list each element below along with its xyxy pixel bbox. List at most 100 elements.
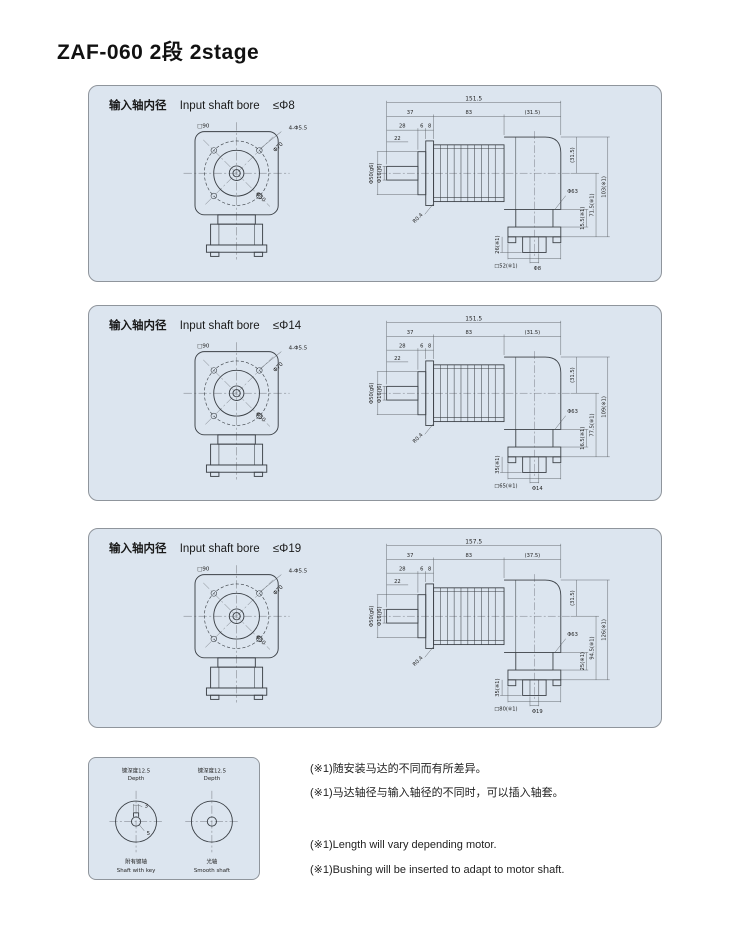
shaft-centerlines — [109, 790, 239, 853]
key-depth-label-en: Depth — [128, 776, 145, 782]
side-view-drawing: 157.5 37 83 (37.5) 28 6 8 22 Φ50(g6) Φ16… — [369, 539, 610, 715]
note-en-1: (※1)Length will vary depending motor. — [310, 839, 497, 852]
panel-header-en: Input shaft bore — [179, 320, 260, 332]
dim-seg1: 37 — [407, 110, 414, 116]
dim-right-4: 109(※1) — [601, 396, 607, 418]
dim-b: 6 — [420, 344, 423, 350]
front-view-centerlines — [183, 122, 290, 260]
dim-pilot-dia: Φ50 — [254, 634, 267, 647]
dim-bolt-circle: Φ70 — [272, 584, 285, 597]
dim-shaft-diameter: Φ16(j6) — [377, 607, 383, 626]
dim-input-bore: Φ19 — [532, 709, 543, 715]
dim-fillet-radius: R0.4 — [412, 432, 425, 445]
panel-header-cn: 输入轴内径 — [109, 100, 167, 112]
dim-seg2: 83 — [466, 110, 473, 116]
dim-bolt-circle: Φ70 — [272, 361, 285, 374]
panel-header: 输入轴内径 Input shaft bore ≤Φ8 — [109, 97, 295, 113]
front-view-drawing: □90 4-Φ5.5 Φ70 Φ50 — [183, 122, 308, 260]
smooth-shaft-label-cn: 光轴 — [206, 858, 217, 866]
dim-square-size: □90 — [197, 123, 210, 129]
panel-header-en: Input shaft bore — [179, 100, 260, 112]
dim-seg1: 37 — [407, 330, 414, 336]
dim-pilot-diameter: Φ50(g6) — [369, 606, 375, 627]
dim-a: 28 — [399, 344, 406, 350]
shaft-detail-drawing: 键深度12.5 Depth 3 5 附有键轴 Shaft with key 键深… — [109, 766, 239, 874]
panel-header-bore-limit: ≤Φ8 — [272, 100, 295, 112]
panel-header-bore-limit: ≤Φ19 — [272, 543, 302, 555]
front-view-dimension-lines — [259, 574, 282, 593]
notes-section: (※1)随安装马达的不同而有所差异。 (※1)马达轴径与输入轴径的不同时，可以插… — [310, 763, 710, 888]
front-view-drawing: □90 4-Φ5.5 Φ70 Φ50 — [183, 565, 308, 703]
dim-c: 8 — [428, 124, 431, 130]
dim-bottom-height: 35(※1) — [495, 679, 501, 697]
dim-pilot-diameter: Φ50(g6) — [369, 163, 375, 184]
dim-square-size: □90 — [197, 343, 210, 349]
side-view-outline — [386, 136, 562, 253]
dim-shaft-diameter: Φ16(j6) — [377, 384, 383, 403]
smooth-shaft-label-en: Smooth shaft — [194, 868, 230, 874]
note-cn-2: (※1)马达轴径与输入轴径的不同时，可以插入轴套。 — [310, 787, 564, 800]
dim-c: 8 — [428, 344, 431, 350]
panel-header: 输入轴内径 Input shaft bore ≤Φ19 — [109, 540, 301, 556]
panel-input-bore-14: 输入轴内径 Input shaft bore ≤Φ14 — [88, 305, 662, 501]
dim-bolt-holes: 4-Φ5.5 — [289, 569, 308, 575]
front-view-outline — [194, 351, 279, 477]
dim-fillet-radius: R0.4 — [412, 212, 425, 225]
side-view-outline — [386, 356, 562, 473]
dim-bolt-circle: Φ70 — [272, 141, 285, 154]
dim-right-1: (31.5) — [570, 590, 576, 606]
dim-bottom-square: □80(※1) — [494, 707, 517, 713]
front-view-dimension-lines — [259, 131, 282, 150]
dim-right-1: (31.5) — [570, 147, 576, 163]
panel-input-bore-19: 输入轴内径 Input shaft bore ≤Φ19 — [88, 528, 662, 728]
dim-bolt-holes: 4-Φ5.5 — [289, 126, 308, 132]
key-depth-label-cn: 键深度12.5 — [122, 766, 150, 774]
dim-c: 8 — [428, 567, 431, 573]
dim-a: 28 — [399, 124, 406, 130]
side-view-drawing: 151.5 37 83 (31.5) 28 6 8 22 Φ50(g6) Φ16… — [369, 316, 610, 492]
front-view-outline — [194, 574, 279, 700]
dim-pilot-diameter: Φ50(g6) — [369, 383, 375, 404]
dim-seg3: (31.5) — [525, 110, 541, 116]
shaft-end-views — [115, 800, 233, 843]
dim-bottom-height: 26(※1) — [495, 236, 501, 254]
dim-fillet-radius: R0.4 — [412, 655, 425, 668]
shaft-detail-panel: 键深度12.5 Depth 3 5 附有键轴 Shaft with key 键深… — [88, 757, 260, 880]
dim-right-4: 126(※1) — [601, 619, 607, 641]
dim-flange-diameter: Φ63 — [567, 409, 578, 415]
dim-seg2: 83 — [466, 553, 473, 559]
side-view-dimension-lines — [376, 543, 610, 707]
dim-right-3: 77.5(※1) — [590, 413, 596, 436]
panel-header-cn: 输入轴内径 — [109, 543, 167, 555]
dim-bottom-square: □52(※1) — [494, 264, 517, 270]
panel-input-bore-8: 输入轴内径 Input shaft bore ≤Φ8 — [88, 85, 662, 282]
panel-header-cn: 输入轴内径 — [109, 320, 167, 332]
dim-input-bore: Φ14 — [532, 486, 543, 492]
front-view-centerlines — [183, 565, 290, 703]
dim-b: 6 — [420, 124, 423, 130]
dim-right-2: 16.5(※1) — [580, 427, 586, 450]
dim-seg3: (37.5) — [525, 553, 541, 559]
dim-d: 22 — [394, 356, 401, 362]
dim-right-3: 71.5(※1) — [590, 193, 596, 216]
panel-header-en: Input shaft bore — [179, 543, 260, 555]
dim-seg1: 37 — [407, 553, 414, 559]
dim-key-width: 3 — [145, 804, 149, 810]
dim-b: 6 — [420, 567, 423, 573]
front-view-outline — [194, 131, 279, 257]
dim-shaft-diameter: Φ16(j6) — [377, 164, 383, 183]
dim-right-1: (31.5) — [570, 367, 576, 383]
dim-bolt-holes: 4-Φ5.5 — [289, 346, 308, 352]
smooth-depth-label-cn: 键深度12.5 — [198, 766, 226, 774]
panel-header: 输入轴内径 Input shaft bore ≤Φ14 — [109, 317, 301, 333]
dim-right-2: 25(※1) — [580, 652, 586, 670]
dim-right-2: 15.5(※1) — [580, 207, 586, 230]
dim-seg3: (31.5) — [525, 330, 541, 336]
dim-overall-length: 151.5 — [465, 316, 482, 322]
dim-pilot-dia: Φ50 — [254, 191, 267, 204]
front-view-dimension-lines — [259, 351, 282, 370]
dim-bottom-height: 35(※1) — [495, 456, 501, 474]
front-view-drawing: □90 4-Φ5.5 Φ70 Φ50 — [183, 342, 308, 480]
page-title: ZAF-060 2段 2stage — [57, 41, 260, 64]
front-view-centerlines — [183, 342, 290, 480]
